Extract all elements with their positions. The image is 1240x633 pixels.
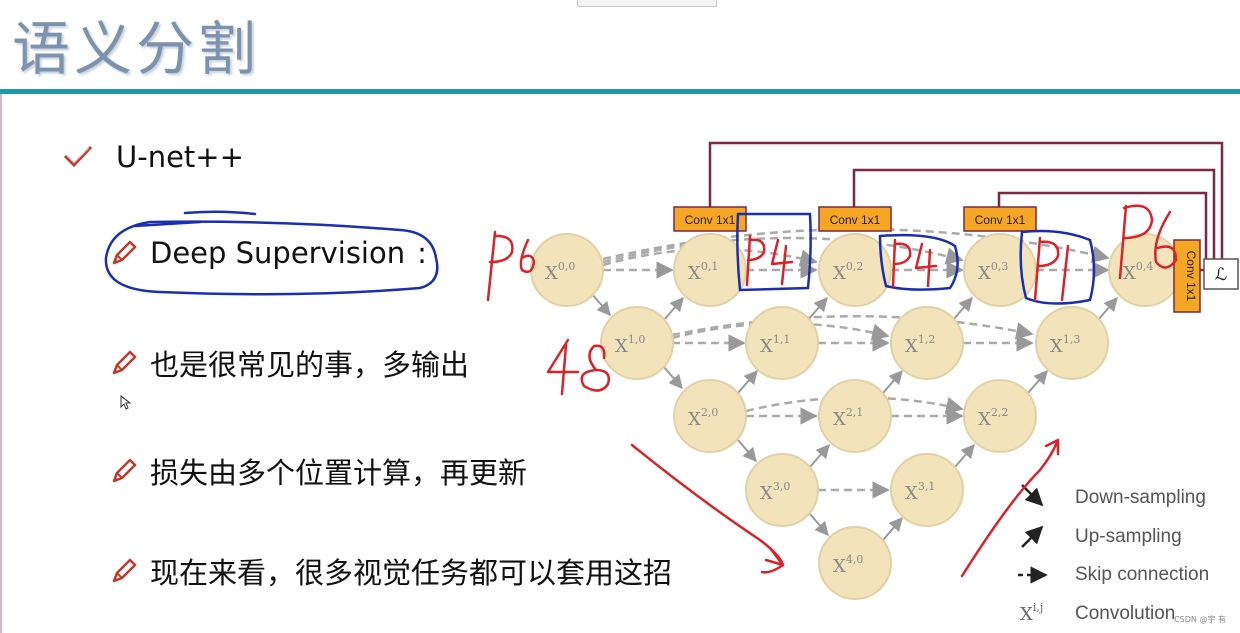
- conv-box-1: Conv 1x1: [673, 206, 747, 232]
- annotation-p6-right: [1118, 204, 1178, 280]
- supervision-lines: [708, 141, 1224, 272]
- bullet-vision-tasks: 现在来看，很多视觉任务都可以套用这招: [108, 550, 672, 592]
- ink-annotations-red: [486, 204, 1178, 578]
- annotation-p6-left: [486, 230, 536, 302]
- svg-text:X1,0: X1,0: [615, 333, 645, 357]
- ink-annotations-blue: [104, 210, 1096, 305]
- svg-text:X0,4: X0,4: [1123, 260, 1153, 284]
- svg-text:X2,2: X2,2: [978, 406, 1008, 430]
- slide-title: 语义分割: [12, 15, 261, 83]
- node-x40: X4,0: [818, 526, 892, 600]
- bullet-loss: 损失由多个位置计算，再更新: [108, 450, 527, 492]
- up-arrow-icon: [1021, 525, 1044, 548]
- svg-text:X0,1: X0,1: [688, 260, 718, 284]
- node-x12: X1,2: [890, 306, 964, 380]
- node-x00: X0,0: [530, 233, 604, 307]
- svg-text:X0,3: X0,3: [978, 260, 1008, 284]
- svg-text:Conv 1x1: Conv 1x1: [830, 213, 881, 227]
- svg-text:Conv 1x1: Conv 1x1: [1184, 251, 1198, 302]
- svg-text:X1,1: X1,1: [760, 333, 790, 357]
- svg-text:X2,0: X2,0: [688, 406, 718, 430]
- conv-box-4: Conv 1x1: [1173, 239, 1201, 313]
- pencil-icon: [112, 558, 137, 583]
- legend-down-sampling: Down-sampling: [1021, 484, 1206, 508]
- bullet-deep-supervision: Deep Supervision :: [108, 236, 427, 270]
- svg-text:X2,1: X2,1: [833, 406, 863, 430]
- bullet-text: 损失由多个位置计算，再更新: [150, 456, 528, 490]
- pencil-icon: [112, 458, 137, 483]
- node-x10: X1,0: [600, 306, 674, 380]
- node-x01: X0,1: [673, 233, 747, 307]
- node-x22: X2,2: [963, 379, 1037, 453]
- svg-text:X0,0: X0,0: [545, 260, 575, 284]
- top-tab[interactable]: [577, 0, 717, 7]
- svg-text:X0,2: X0,2: [833, 260, 863, 284]
- svg-text:Convolution: Convolution: [1075, 603, 1175, 624]
- legend: Down-sampling Up-sampling Skip connectio…: [1018, 484, 1209, 625]
- node-x30: X3,0: [745, 453, 819, 527]
- node-x11: X1,1: [745, 306, 819, 380]
- svg-text:Down-sampling: Down-sampling: [1075, 487, 1206, 508]
- svg-text:X1,2: X1,2: [905, 333, 935, 357]
- svg-text:Conv 1x1: Conv 1x1: [975, 213, 1026, 227]
- left-border: [0, 94, 2, 633]
- sampling-arrows: [591, 293, 1118, 541]
- supervision-circle: [104, 220, 439, 296]
- node-layer: X0,0 X0,1 X0,2 X0,3 X0,4 X1,0: [530, 233, 1182, 600]
- annotation-p4-2: [891, 238, 938, 288]
- bullet-multi-output: 也是很常见的事，多输出: [108, 342, 469, 384]
- mouse-cursor-icon: [120, 395, 132, 410]
- svg-text:Skip connection: Skip connection: [1075, 564, 1209, 585]
- legend-skip-connection: Skip connection: [1018, 564, 1209, 585]
- node-x02: X0,2: [818, 233, 892, 307]
- svg-text:Xi,j: Xi,j: [1020, 601, 1043, 625]
- down-arrow-icon: [1021, 484, 1044, 507]
- conv-box-2: Conv 1x1: [818, 206, 892, 232]
- svg-text:Conv 1x1: Conv 1x1: [685, 213, 736, 227]
- legend-up-sampling: Up-sampling: [1021, 525, 1182, 548]
- annotation-p1: [1033, 236, 1070, 302]
- pencil-icon: [112, 350, 137, 375]
- svg-text:X1,3: X1,3: [1050, 333, 1080, 357]
- bullet-text: 现在来看，很多视觉任务都可以套用这招: [150, 556, 673, 590]
- node-x03: X0,3: [963, 233, 1037, 307]
- node-x31: X3,1: [890, 453, 964, 527]
- node-x21: X2,1: [818, 379, 892, 453]
- bullet-text: Deep Supervision: [150, 236, 406, 270]
- svg-text:ℒ: ℒ: [1215, 265, 1227, 285]
- pencil-icon: [112, 240, 137, 265]
- curve-arrow-down: [630, 443, 785, 574]
- bullet-colon: :: [417, 236, 427, 270]
- annotation-p4-1: [745, 234, 794, 287]
- bullet-unet: U-net++: [62, 140, 244, 174]
- conv-box-3: Conv 1x1: [963, 206, 1037, 232]
- bullet-text: U-net++: [116, 140, 244, 174]
- svg-text:X4,0: X4,0: [833, 553, 863, 577]
- annotation-48: [546, 338, 610, 396]
- svg-text:Up-sampling: Up-sampling: [1075, 526, 1182, 547]
- svg-text:X3,0: X3,0: [760, 480, 790, 504]
- node-x13: X1,3: [1035, 306, 1109, 380]
- legend-convolution: Xi,j Convolution: [1020, 601, 1175, 625]
- title-divider: [0, 89, 1240, 94]
- node-x04: X0,4: [1108, 233, 1182, 307]
- node-x20: X2,0: [673, 379, 747, 453]
- svg-text:X3,1: X3,1: [905, 480, 935, 504]
- checkmark-icon: [63, 145, 93, 168]
- bullet-text: 也是很常见的事，多输出: [150, 348, 470, 382]
- watermark: CSDN @宇 有: [1174, 615, 1226, 624]
- loss-box: ℒ: [1203, 258, 1239, 290]
